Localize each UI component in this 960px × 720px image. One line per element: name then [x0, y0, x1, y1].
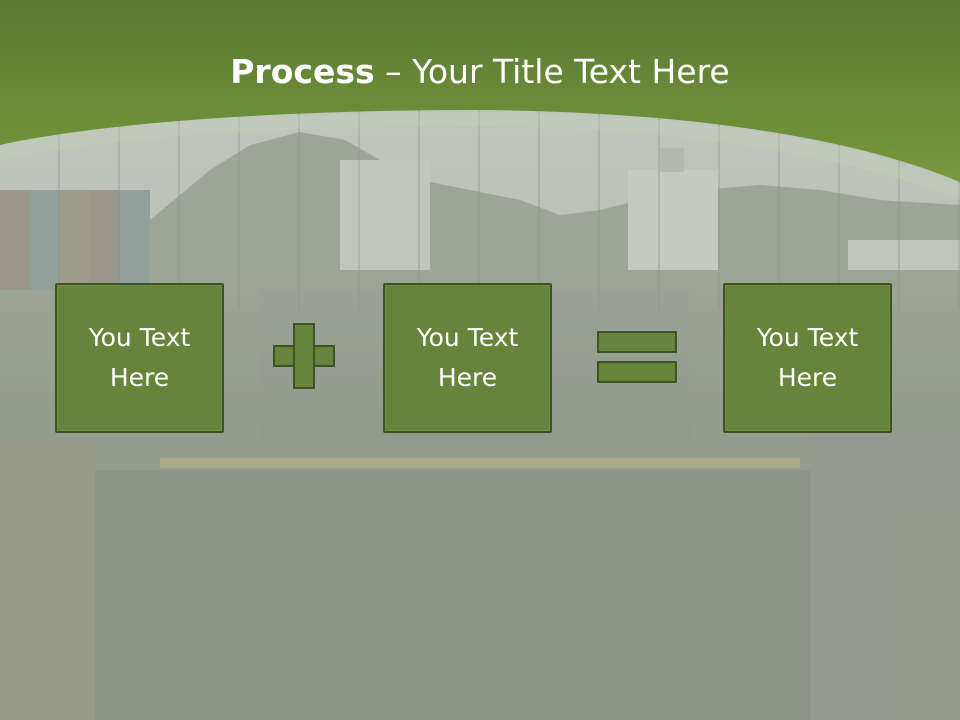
background-light-towers — [0, 110, 960, 310]
text-box-3[interactable]: You Text Here — [723, 283, 892, 433]
text-box-1-label: You Text Here — [88, 323, 191, 392]
background-shed — [848, 240, 960, 270]
background-containers — [0, 190, 150, 290]
background-lock-gate — [160, 458, 800, 468]
background-control-building — [340, 160, 430, 270]
text-box-3-label: You Text Here — [756, 323, 859, 392]
background-right-wall — [810, 430, 960, 720]
plus-icon — [273, 323, 335, 389]
text-box-1[interactable]: You Text Here — [55, 283, 224, 433]
text-box-2-label: You Text Here — [416, 323, 519, 392]
title-rest: – Your Title Text Here — [374, 52, 730, 91]
background-lock-chamber — [90, 470, 810, 720]
background-left-wall — [0, 440, 95, 720]
slide-title: Process – Your Title Text Here — [0, 52, 960, 91]
text-box-2[interactable]: You Text Here — [383, 283, 552, 433]
equals-icon — [597, 331, 677, 383]
background-ship-stack — [660, 148, 684, 172]
title-bold: Process — [230, 52, 375, 91]
header-band — [0, 0, 960, 200]
background-ship — [628, 170, 718, 270]
